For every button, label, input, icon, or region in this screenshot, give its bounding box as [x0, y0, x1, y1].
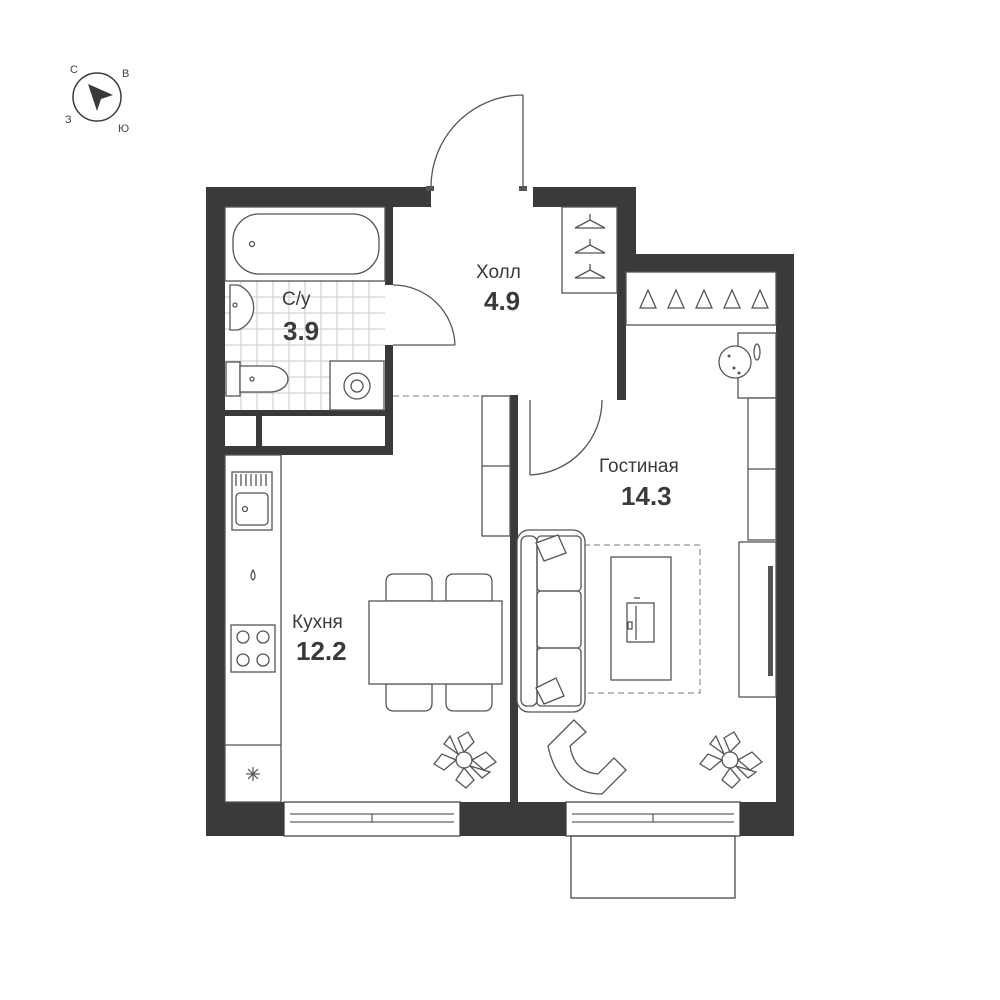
wall-bottom-right: [740, 802, 794, 836]
living-window: [565, 801, 741, 837]
chair-icon: [445, 573, 493, 602]
hanger-icon: [638, 288, 658, 309]
entrance-door[interactable]: [426, 94, 527, 191]
sofa-cushion: [536, 647, 582, 707]
washing-machine-icon: [329, 360, 385, 411]
outer-walls: [206, 187, 794, 836]
living-area: 14.3: [621, 481, 672, 511]
compass-ring: [72, 72, 122, 122]
kitchen-area: 12.2: [296, 636, 347, 666]
dining-set: [368, 573, 503, 712]
chair-icon: [445, 683, 493, 712]
living-door[interactable]: [529, 399, 603, 476]
wall-step-vertical: [617, 187, 636, 265]
wall-left: [206, 187, 225, 836]
wardrobe-box: [561, 206, 618, 294]
lamp-icon: [753, 343, 761, 361]
compass-north-label: С: [70, 64, 78, 76]
coffee-table: [610, 556, 672, 681]
wall-hall-living: [617, 272, 626, 400]
entrance-door-swing: [430, 94, 524, 188]
wall-bottom-middle: [460, 802, 566, 836]
sofa: [516, 529, 586, 713]
hanger-icon: [666, 288, 686, 309]
compass-east-label: В: [122, 68, 129, 80]
bathtub-icon: [224, 206, 386, 282]
hall-wardrobe: [561, 206, 618, 294]
wall-top-hall: [533, 187, 636, 207]
hanger-icon: [750, 288, 770, 309]
wall-kitchen-living: [510, 395, 518, 802]
bathroom: С/у 3.9: [224, 206, 386, 411]
compass-west-label: З: [65, 114, 72, 126]
hall-area: 4.9: [484, 286, 520, 316]
kitchen-name: Кухня: [292, 612, 343, 633]
wall-bath-hall-lower: [385, 345, 393, 455]
plant-icon: [433, 731, 498, 789]
hanger-icon: [574, 264, 606, 279]
cooktop-icon: [230, 624, 276, 673]
sofa-frame: [516, 529, 586, 713]
wall-niche-divider: [256, 415, 262, 446]
toilet-icon: [225, 361, 289, 397]
dining-table: [368, 600, 503, 685]
hall-name: Холл: [476, 262, 521, 283]
kitchen-sink-icon: [231, 471, 273, 531]
kitchen-side-wardrobe: [481, 395, 511, 537]
wall-niche-top: [225, 410, 390, 416]
hanger-icon: [574, 214, 606, 229]
compass-arrow-icon: [88, 84, 113, 111]
laptop-icon: [626, 597, 655, 643]
sink-icon: [229, 284, 255, 331]
bathroom-area: 3.9: [283, 316, 319, 346]
pillow-icon: [535, 534, 567, 562]
compass-south-label: Ю: [118, 123, 129, 135]
snowflake-icon: [246, 767, 260, 781]
hanger-icon: [574, 239, 606, 254]
armchair-icon: [547, 719, 627, 795]
tv-icon: [768, 566, 773, 676]
stool-icon: [718, 345, 752, 379]
bathroom-door-swing: [392, 284, 456, 346]
living-door-swing: [529, 399, 603, 476]
tv-cabinet: [738, 541, 777, 698]
compass: С В З Ю: [65, 64, 129, 135]
wall-right: [776, 254, 794, 836]
hanger-icon: [694, 288, 714, 309]
living-wardrobe-box: [625, 271, 777, 326]
water-drop-icon: [250, 568, 256, 581]
hanger-icon: [722, 288, 742, 309]
bathroom-door[interactable]: [392, 284, 456, 346]
bathroom-name: С/у: [282, 289, 311, 310]
kitchen: Кухня 12.2: [224, 454, 503, 803]
living-name: Гостиная: [599, 456, 679, 477]
kitchen-window: [283, 801, 461, 837]
chair-icon: [385, 573, 433, 602]
wall-bottom-left: [206, 802, 284, 836]
plant-icon: [699, 731, 764, 789]
wall-bath-bottom: [225, 446, 393, 455]
living-wardrobe: [625, 271, 777, 326]
wall-top-living: [617, 254, 794, 272]
pillow-icon: [535, 677, 565, 705]
living-room: Гостиная 14.3: [516, 332, 777, 795]
interior-walls: [225, 207, 626, 802]
chair-icon: [385, 683, 433, 712]
balcony: [570, 835, 736, 899]
wall-top-left: [206, 187, 431, 207]
wall-bath-hall-upper: [385, 207, 393, 285]
desk-chair: [718, 332, 777, 399]
